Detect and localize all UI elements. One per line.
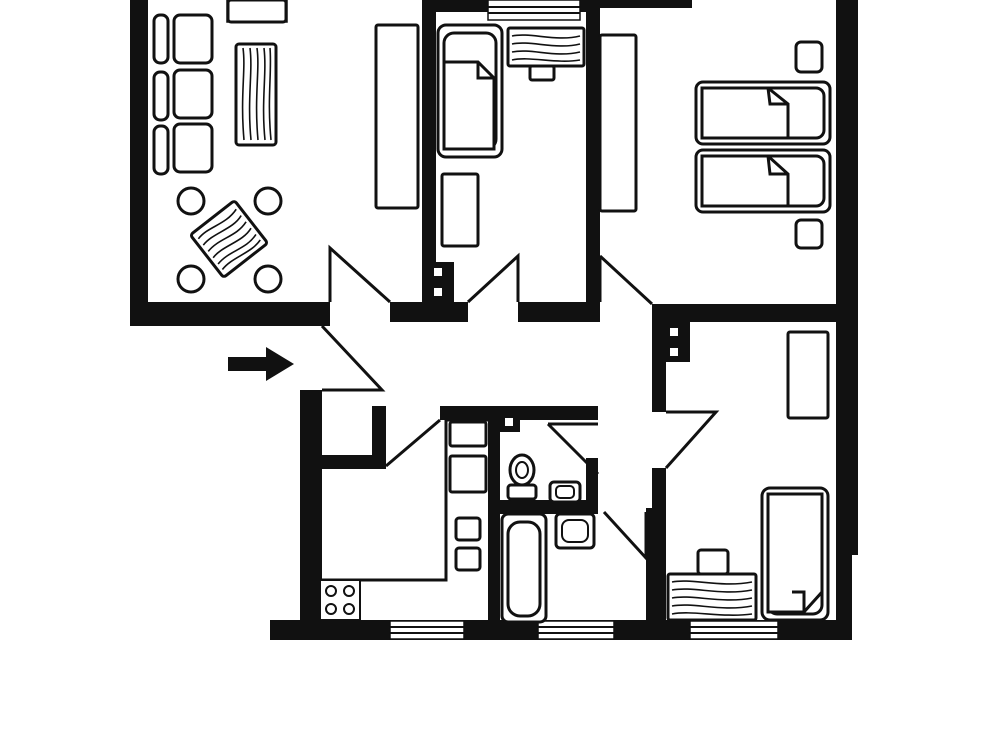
washbasin xyxy=(554,512,596,550)
shaft xyxy=(500,414,520,432)
bedroom-1-furniture xyxy=(598,33,832,250)
nightstand xyxy=(794,218,824,250)
door-bath xyxy=(466,252,520,304)
bed-2 xyxy=(694,148,832,214)
desk xyxy=(666,548,758,622)
coffee-table xyxy=(234,42,278,147)
dining-table xyxy=(176,186,283,294)
wardrobe xyxy=(786,330,830,420)
bathroom-2-furniture xyxy=(500,512,596,624)
washbasin xyxy=(548,480,582,504)
window-kitchen-bottom xyxy=(389,620,465,640)
sink xyxy=(454,516,482,542)
door-living-room xyxy=(328,244,392,304)
doors xyxy=(320,244,720,562)
seating-group xyxy=(152,13,214,176)
walls xyxy=(130,0,858,640)
kitchen-counter xyxy=(322,418,488,582)
window-bath-top xyxy=(487,0,581,21)
stove xyxy=(319,579,361,621)
window-bedroom2-bottom xyxy=(689,620,779,640)
door-kitchen xyxy=(385,418,441,468)
wc-furniture xyxy=(500,414,582,504)
arrow-right-icon xyxy=(228,347,294,381)
door-wc xyxy=(546,422,600,476)
bathroom-furniture xyxy=(428,23,586,302)
cabinet xyxy=(448,454,488,494)
cabinet xyxy=(440,172,480,248)
door-bedroom-1 xyxy=(598,254,654,306)
toilet xyxy=(506,453,538,501)
door-bedroom-2 xyxy=(664,410,720,469)
bathtub xyxy=(500,512,548,624)
bedroom-2-furniture xyxy=(664,322,830,622)
door-entrance xyxy=(320,324,386,392)
nightstand xyxy=(794,40,824,74)
wardrobe xyxy=(598,33,638,213)
shaft xyxy=(664,322,690,362)
window-bath2-bottom xyxy=(537,620,615,640)
living-room-furniture xyxy=(152,0,420,294)
bed-1 xyxy=(694,80,832,146)
shaft xyxy=(428,262,454,302)
door-bath-2 xyxy=(602,510,648,562)
sink xyxy=(454,546,482,572)
wall-unit xyxy=(374,23,420,210)
washbasin xyxy=(506,26,586,82)
kitchen-furniture xyxy=(319,418,488,621)
bathtub xyxy=(436,23,504,159)
bed xyxy=(760,486,830,622)
cabinet xyxy=(448,420,488,448)
